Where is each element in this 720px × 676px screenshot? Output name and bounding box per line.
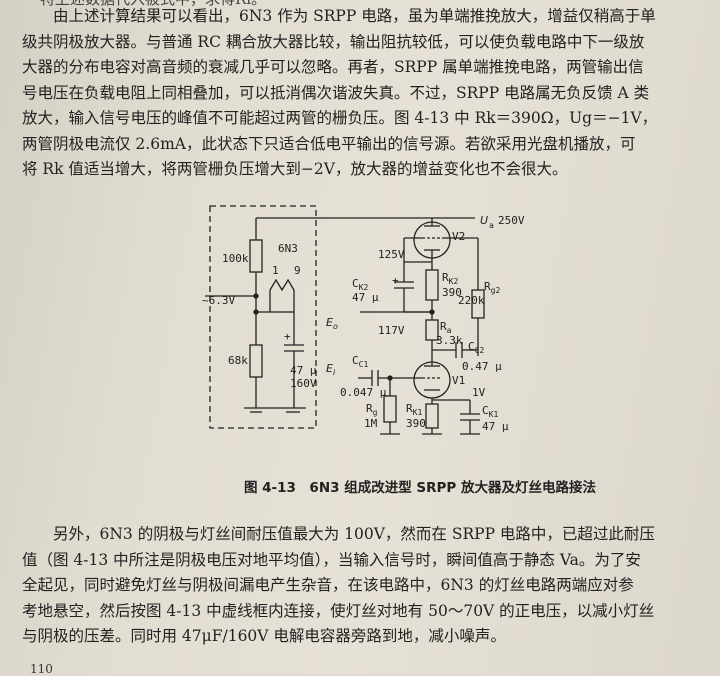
label-ck2-value: 47 μ bbox=[352, 291, 379, 304]
label-ua-value: 250V bbox=[498, 214, 525, 227]
heater-dashed-box bbox=[209, 205, 317, 429]
label-rk1-value: 390 bbox=[406, 417, 426, 430]
para1-line-7: 将 Rk 值适当增大，将两管栅负压增大到−2V，放大器的增益变化也不会很大。 bbox=[22, 160, 568, 178]
label-cc2-value: 0.47 μ bbox=[462, 360, 502, 373]
label-1v: 1V bbox=[472, 386, 486, 399]
para1-line-6: 两管阴极电流仅 2.6mA，此状态下只适合低电平输出的信号源。若欲采用光盘机播放… bbox=[22, 134, 636, 153]
resistor-100k bbox=[249, 239, 263, 273]
label-ck1-value: 47 μ bbox=[482, 420, 509, 433]
para1-line-1: 由上述计算结果可以看出，6N3 作为 SRPP 电路，虽为单端推挽放大，增益仅稍… bbox=[53, 7, 656, 25]
resistor-rk1 bbox=[425, 403, 439, 429]
paragraph-1: 由上述计算结果可以看出，6N3 作为 SRPP 电路，虽为单端推挽放大，增益仅稍… bbox=[22, 4, 702, 183]
label-rg2: Rg2 bbox=[484, 280, 500, 295]
label-tube-name: 6N3 bbox=[278, 242, 298, 255]
label-rk2: RK2 bbox=[442, 271, 458, 286]
label-rg2-value: 220k bbox=[458, 294, 485, 307]
page-number: 110 bbox=[30, 662, 53, 676]
para1-line-4: 号电压在负载电阻上同相叠加，可以抵消偶次谐波失真。不过，SRPP 电路属无负反馈… bbox=[22, 83, 650, 102]
label-ck2-plus: + bbox=[392, 274, 399, 287]
label-ck1: CK1 bbox=[482, 404, 498, 419]
label-ra-value: 3.3k bbox=[436, 334, 463, 347]
label-ua: U bbox=[480, 214, 488, 227]
para1-line-2: 级共阴极放大器。与普通 RC 耦合放大器比较，输出阻抗较低，可以使负载电路中下一… bbox=[22, 32, 645, 51]
label-100k: 100k bbox=[222, 252, 249, 265]
para1-line-5: 放大，输入信号电压的峰值不可能超过两管的栅负压。图 4-13 中 Rk＝390Ω… bbox=[22, 109, 658, 127]
label-117v: 117V bbox=[378, 324, 405, 337]
cut-off-line: 特上述数据代入被式中，求得Ri。 bbox=[40, 0, 266, 9]
label-v2: V2 bbox=[452, 230, 465, 243]
paragraph-2: 另外，6N3 的阴极与灯丝间耐压值最大为 100V，然而在 SRPP 电路中，已… bbox=[22, 522, 702, 650]
label-125v: 125V bbox=[378, 248, 405, 261]
label-ra: Ra bbox=[440, 320, 452, 335]
label-eo: Eo bbox=[326, 316, 338, 331]
label-ck2: CK2 bbox=[352, 277, 368, 292]
para1-line-3: 大器的分布电容对高音频的衰减几乎可以忽略。再者，SRPP 属单端推挽电路，两管输… bbox=[22, 58, 644, 76]
label-pin1: 1 bbox=[272, 264, 279, 277]
resistor-rg bbox=[383, 395, 397, 423]
label-ua-sub: a bbox=[489, 221, 494, 230]
label-plus: + bbox=[284, 330, 291, 343]
label-cc1-value: 0.047 μ bbox=[340, 386, 387, 399]
para2-line-2: 值（图 4-13 中所注是阴极电压对地平均值），当输入信号时，瞬间值高于静态 V… bbox=[22, 550, 641, 569]
tube-v1 bbox=[413, 361, 451, 399]
label-cc1: CC1 bbox=[352, 354, 368, 369]
label-cap47: 47 μ bbox=[290, 364, 317, 377]
para2-line-1: 另外，6N3 的阴极与灯丝间耐压值最大为 100V，然而在 SRPP 电路中，已… bbox=[53, 525, 655, 543]
resistor-rk2 bbox=[425, 269, 439, 301]
label-rk2-value: 390 bbox=[442, 286, 462, 299]
label-ei: Ei bbox=[326, 362, 336, 377]
resistor-68k bbox=[249, 344, 263, 378]
label-rk1: RK1 bbox=[406, 402, 422, 417]
label-68k: 68k bbox=[228, 354, 248, 367]
label-pin9: 9 bbox=[294, 264, 301, 277]
figure-caption: 图 4-13 6N3 组成改进型 SRPP 放大器及灯丝电路接法 bbox=[243, 480, 597, 496]
para2-line-5: 与阴极的压差。同时用 47μF/160V 电解电容器旁路到地，减小噪声。 bbox=[22, 627, 506, 645]
label-v1: V1 bbox=[452, 374, 465, 387]
label-rg-value: 1M bbox=[364, 417, 378, 430]
label-cap160v: 160V bbox=[290, 377, 317, 390]
label-heater-voltage: ~6.3V bbox=[202, 294, 235, 307]
label-rg: Rg bbox=[366, 402, 378, 417]
para2-line-3: 全起见，同时避免灯丝与阴极间漏电产生杂音，在该电路中，6N3 的灯丝电路两端应对… bbox=[22, 576, 634, 594]
label-cc2: CC2 bbox=[468, 340, 484, 355]
para2-line-4: 考地悬空，然后按图 4-13 中虚线框内连接，使灯丝对地有 50～70V 的正电… bbox=[22, 601, 655, 620]
